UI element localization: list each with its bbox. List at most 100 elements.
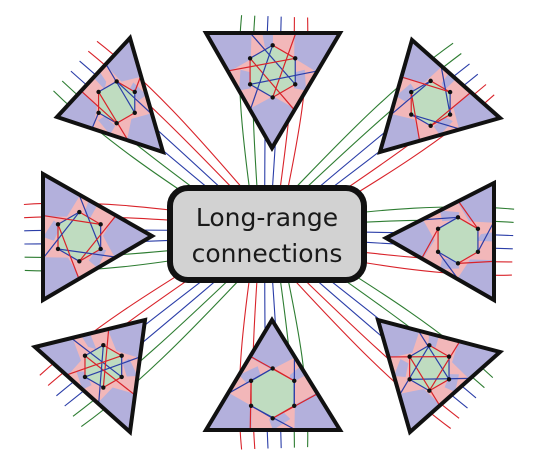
lattice-vertex: [428, 78, 433, 84]
lattice-edge: [457, 251, 479, 264]
lattice-edge: [477, 221, 495, 253]
edge-region: [129, 82, 147, 101]
lattice-vertex: [247, 82, 253, 87]
center-hexagon: [438, 217, 478, 264]
lattice-vertex: [455, 215, 461, 220]
lattice-edge: [421, 216, 459, 221]
corner-region: [206, 33, 252, 73]
lattice-edge: [457, 260, 495, 264]
lattice-edge: [409, 378, 430, 392]
lattice-vertex: [447, 89, 453, 95]
lattice-vertex: [427, 388, 432, 393]
triangle-middle-left: [41, 170, 156, 304]
lattice-edge: [98, 112, 117, 124]
lattice-edge: [84, 355, 136, 396]
lattice-vertex: [98, 246, 103, 252]
lattice-vertex: [114, 121, 119, 126]
lattice-vertex: [270, 43, 275, 48]
lattice-edge: [272, 32, 297, 98]
lattice-edge: [91, 112, 100, 129]
lattice-vertex: [55, 222, 61, 227]
lattice-edge: [57, 224, 80, 280]
triangle-outline: [377, 36, 505, 155]
lattice-vertex: [293, 56, 298, 61]
lattice-vertex: [270, 416, 275, 421]
center-box-line2: connections: [192, 239, 343, 268]
lattice-vertex: [55, 246, 61, 252]
lattice-edge: [410, 114, 431, 127]
corner-region: [107, 320, 145, 359]
lattice-vertex: [114, 79, 119, 84]
lattice-vertex: [96, 89, 101, 95]
corner-region: [294, 392, 340, 430]
lattice-vertex: [293, 82, 298, 87]
lattice-edge: [272, 83, 296, 98]
lattice-vertex: [101, 342, 106, 348]
lattice-edge: [409, 377, 471, 380]
corner-region: [206, 392, 252, 430]
triangle-top-middle: [202, 31, 344, 152]
lattice-edge: [410, 80, 431, 93]
center-hexagon: [251, 368, 295, 419]
lattice-vertex: [132, 110, 137, 115]
lattice-edge: [272, 44, 296, 59]
lattice-edge: [409, 344, 430, 358]
lattice-vertex: [77, 259, 82, 264]
lattice-edge: [430, 114, 451, 127]
lattice-edge: [116, 81, 153, 115]
lattice-vertex: [292, 403, 297, 409]
lattice-vertex: [270, 95, 275, 100]
lattice-vertex: [101, 385, 106, 390]
lattice-edge: [116, 80, 136, 93]
corner-region: [103, 214, 152, 258]
lattice-vertex: [248, 378, 254, 384]
lattice-edge: [249, 70, 318, 85]
lattice-edge: [390, 80, 432, 116]
triangle-top-left: [53, 34, 166, 156]
corner-region: [97, 387, 136, 432]
lattice-edge: [84, 344, 104, 357]
lattice-edge: [457, 216, 479, 230]
lattice-edge: [409, 356, 441, 406]
lattice-edge: [78, 215, 117, 262]
lattice-edge: [398, 344, 430, 396]
lattice-vertex: [435, 226, 441, 232]
lattice-edge: [430, 91, 472, 127]
lattice-edge: [98, 345, 104, 404]
lattice-vertex: [247, 56, 253, 61]
lattice-vertex: [435, 249, 441, 255]
lattice-edge: [249, 83, 273, 98]
lattice-vertex: [132, 89, 137, 95]
lattice-vertex: [409, 112, 414, 117]
edge-region: [239, 69, 252, 91]
edge-region: [81, 333, 97, 350]
lattice-edge: [249, 32, 296, 85]
triangle-bottom-right: [375, 317, 505, 436]
lattice-edge: [428, 341, 461, 392]
edge-region: [76, 371, 92, 390]
lattice-edge: [80, 90, 118, 124]
lattice-vertex: [428, 123, 433, 128]
lattice-edge: [249, 57, 295, 111]
lattice-edge: [411, 113, 461, 130]
center-box: Long-range connections: [167, 185, 367, 283]
lattice-edge: [66, 355, 122, 376]
triangle-outline: [202, 316, 344, 432]
lattice-edge: [103, 344, 122, 357]
lattice-vertex: [292, 378, 297, 384]
lattice-vertex: [82, 374, 88, 380]
lattice-vertex: [409, 89, 414, 95]
lattice-edge: [42, 214, 101, 225]
corner-region: [249, 320, 296, 370]
edge-region: [98, 116, 116, 135]
lattice-edge: [98, 80, 117, 93]
lattice-vertex: [446, 377, 452, 382]
lattice-edge: [429, 344, 450, 358]
center-hexagon: [250, 45, 296, 98]
lattice-vertex: [248, 403, 254, 409]
corner-region: [35, 337, 81, 376]
corner-region: [457, 259, 494, 300]
lattice-vertex: [455, 261, 461, 266]
lattice-vertex: [407, 377, 412, 382]
lattice-edge: [102, 328, 110, 388]
